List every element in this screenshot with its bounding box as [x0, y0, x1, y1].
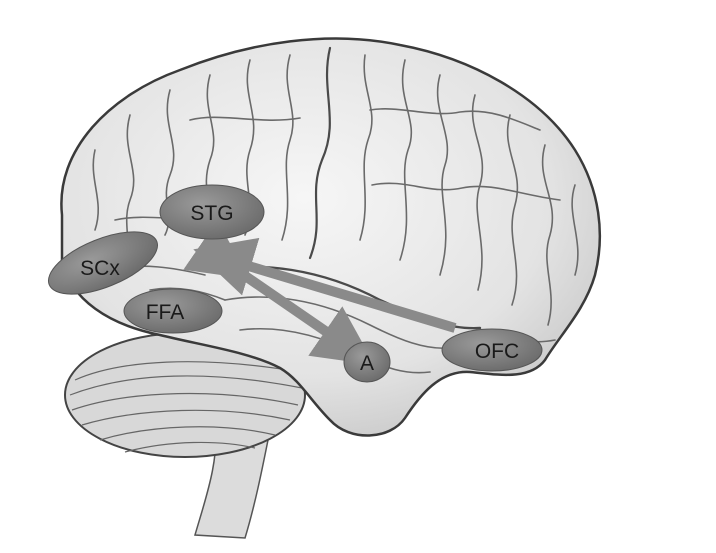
region-a-label: A — [360, 352, 374, 375]
region-a: A — [344, 342, 390, 382]
region-stg: STG — [160, 185, 264, 239]
region-ofc-label: OFC — [475, 340, 519, 363]
region-stg-label: STG — [190, 202, 233, 225]
region-ffa-label: FFA — [146, 301, 185, 324]
region-scx-label: SCx — [80, 257, 120, 280]
region-ofc: OFC — [442, 329, 542, 371]
region-ffa: FFA — [124, 289, 222, 333]
